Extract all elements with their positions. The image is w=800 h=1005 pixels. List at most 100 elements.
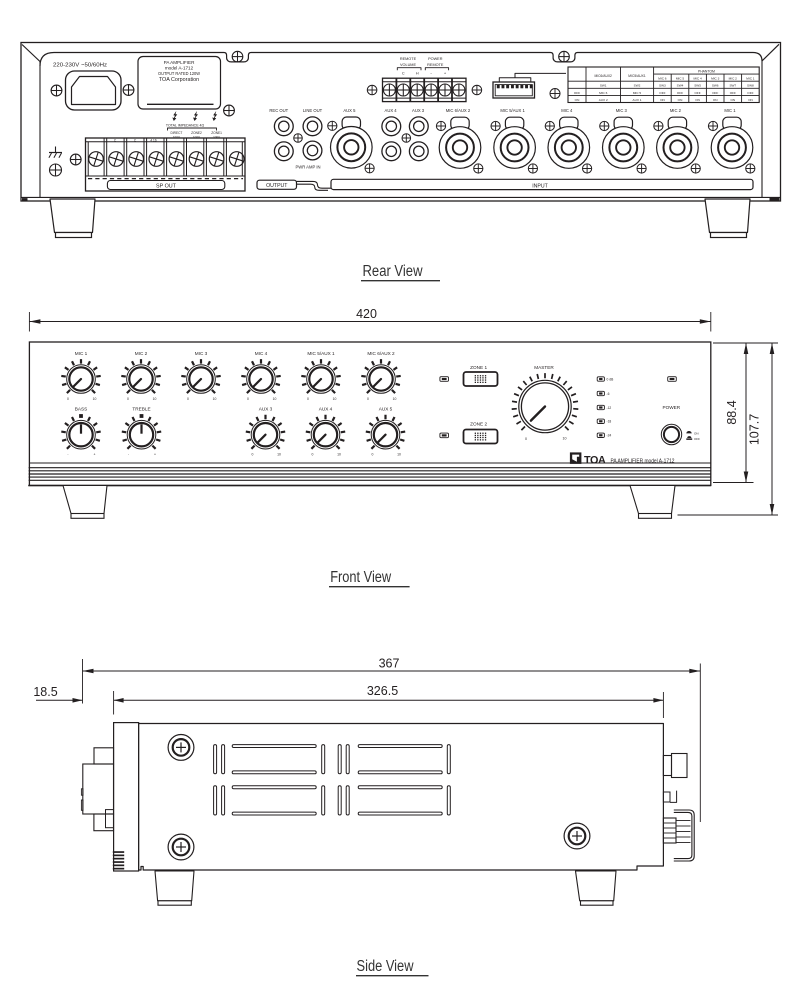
svg-text:PA AMPLIFIER model A-1712: PA AMPLIFIER model A-1712 <box>611 458 675 464</box>
svg-text:100V: 100V <box>173 135 180 139</box>
svg-text:Front View: Front View <box>330 569 392 586</box>
svg-text:ON: ON <box>730 98 735 102</box>
svg-text:0: 0 <box>312 453 314 457</box>
svg-text:TREBLE: TREBLE <box>132 407 150 412</box>
svg-text:SW3: SW3 <box>659 84 666 88</box>
svg-text:0 dB: 0 dB <box>607 377 615 381</box>
svg-text:10: 10 <box>337 453 341 457</box>
svg-text:-: - <box>67 453 68 457</box>
svg-text:OFF: OFF <box>659 91 665 95</box>
svg-text:ZONE2: ZONE2 <box>191 131 202 135</box>
svg-text:MIC 3: MIC 3 <box>616 108 628 113</box>
svg-text:PWR AMP IN: PWR AMP IN <box>295 164 320 169</box>
svg-text:REMOTE: REMOTE <box>427 63 444 67</box>
svg-text:VOLUME: VOLUME <box>400 63 417 67</box>
svg-text:AUX 3: AUX 3 <box>412 108 425 113</box>
svg-text:SW4: SW4 <box>677 84 684 88</box>
svg-text:+: + <box>94 453 96 457</box>
svg-text:10: 10 <box>273 397 277 401</box>
svg-text:TOA: TOA <box>584 454 606 466</box>
svg-text:MASTER: MASTER <box>534 365 554 370</box>
svg-text:MIC 2: MIC 2 <box>670 108 682 113</box>
svg-text:MIC 6: MIC 6 <box>658 77 667 81</box>
svg-text:OFF: OFF <box>695 91 701 95</box>
svg-text:PA AMPLIFIER: PA AMPLIFIER <box>164 60 195 65</box>
svg-text:0: 0 <box>367 397 369 401</box>
svg-text:INPUT: INPUT <box>532 183 548 189</box>
svg-text:107.7: 107.7 <box>748 414 762 445</box>
svg-text:OUTPUT RATED 120W: OUTPUT RATED 120W <box>158 71 200 76</box>
svg-text:MIC 5/AUX 1: MIC 5/AUX 1 <box>307 351 335 356</box>
svg-text:420: 420 <box>356 307 377 321</box>
svg-text:MIC 5: MIC 5 <box>676 77 685 81</box>
svg-text:BASS: BASS <box>75 407 88 412</box>
svg-text:-12: -12 <box>607 406 612 410</box>
svg-text:MIC 6/AUX 2: MIC 6/AUX 2 <box>446 108 471 113</box>
svg-text:10: 10 <box>277 453 281 457</box>
svg-text:MIC5/AUX1: MIC5/AUX1 <box>628 74 646 78</box>
svg-text:C: C <box>402 72 405 76</box>
svg-text:ON: ON <box>748 98 753 102</box>
svg-text:C: C <box>134 139 137 143</box>
svg-text:AUX 1: AUX 1 <box>633 98 642 102</box>
svg-text:ON: ON <box>695 98 700 102</box>
svg-text:-: - <box>430 71 432 76</box>
svg-text:Rear View: Rear View <box>363 263 424 280</box>
svg-text:MIC 5: MIC 5 <box>633 91 642 95</box>
svg-text:10: 10 <box>563 437 567 441</box>
svg-text:MIC 3: MIC 3 <box>195 351 208 356</box>
svg-text:0: 0 <box>67 397 69 401</box>
svg-text:ZONE1: ZONE1 <box>211 131 222 135</box>
svg-text:MIC 4: MIC 4 <box>255 351 268 356</box>
svg-text:model A-1712: model A-1712 <box>165 66 194 71</box>
svg-text:LINE OUT: LINE OUT <box>303 108 323 113</box>
svg-text:AUX 5: AUX 5 <box>343 108 356 113</box>
svg-text:REC OUT: REC OUT <box>269 108 288 113</box>
svg-text:Side View: Side View <box>357 958 415 975</box>
svg-text:OUTPUT: OUTPUT <box>266 183 288 189</box>
svg-text:C: C <box>114 139 117 143</box>
svg-text:-6: -6 <box>607 392 610 396</box>
svg-text:100V: 100V <box>213 135 220 139</box>
svg-text:OFF: OFF <box>747 91 753 95</box>
svg-text:0: 0 <box>252 453 254 457</box>
svg-text:0: 0 <box>247 397 249 401</box>
svg-text:AUX 4: AUX 4 <box>385 108 398 113</box>
svg-text:TOTAL IMPEDANCE 4Ω: TOTAL IMPEDANCE 4Ω <box>166 123 205 127</box>
svg-text:AUX 3: AUX 3 <box>259 407 273 412</box>
svg-text:326.5: 326.5 <box>367 684 398 698</box>
svg-text:ZONE 1: ZONE 1 <box>470 365 487 370</box>
svg-text:AUX 4: AUX 4 <box>319 407 333 412</box>
svg-text:MIC 1: MIC 1 <box>746 77 755 81</box>
svg-text:OFF: OFF <box>730 91 736 95</box>
svg-text:ON: ON <box>660 98 665 102</box>
svg-text:220-230V ~50/60Hz: 220-230V ~50/60Hz <box>53 63 108 69</box>
svg-text:0: 0 <box>372 453 374 457</box>
svg-text:MIC 2: MIC 2 <box>729 77 738 81</box>
svg-text:MIC 5/AUX 1: MIC 5/AUX 1 <box>500 108 525 113</box>
svg-text:SW7: SW7 <box>729 84 736 88</box>
svg-text:POWER: POWER <box>662 405 680 410</box>
svg-text:MIC 3: MIC 3 <box>711 77 720 81</box>
svg-text:-18: -18 <box>607 420 612 424</box>
svg-text:SW5: SW5 <box>694 84 701 88</box>
svg-text:+: + <box>444 71 447 76</box>
svg-text:ON: ON <box>694 431 699 435</box>
svg-text:PHANTOM: PHANTOM <box>698 70 715 74</box>
svg-text:10: 10 <box>393 397 397 401</box>
svg-text:REMOTE: REMOTE <box>400 57 417 61</box>
svg-text:SW8: SW8 <box>747 84 754 88</box>
svg-text:-: - <box>128 453 129 457</box>
svg-text:MIC 4: MIC 4 <box>693 77 702 81</box>
svg-text:OFF: OFF <box>694 437 700 441</box>
svg-text:10: 10 <box>153 397 157 401</box>
svg-text:TOA Corporation: TOA Corporation <box>159 77 199 83</box>
svg-text:OFF: OFF <box>677 91 683 95</box>
svg-text:SP OUT: SP OUT <box>156 184 177 190</box>
svg-text:MIC 1: MIC 1 <box>724 108 736 113</box>
svg-text:10: 10 <box>333 397 337 401</box>
svg-text:88.4: 88.4 <box>725 400 739 424</box>
svg-text:18.5: 18.5 <box>33 685 57 699</box>
svg-text:MIC 6: MIC 6 <box>599 91 608 95</box>
svg-text:AUX 2: AUX 2 <box>599 98 608 102</box>
